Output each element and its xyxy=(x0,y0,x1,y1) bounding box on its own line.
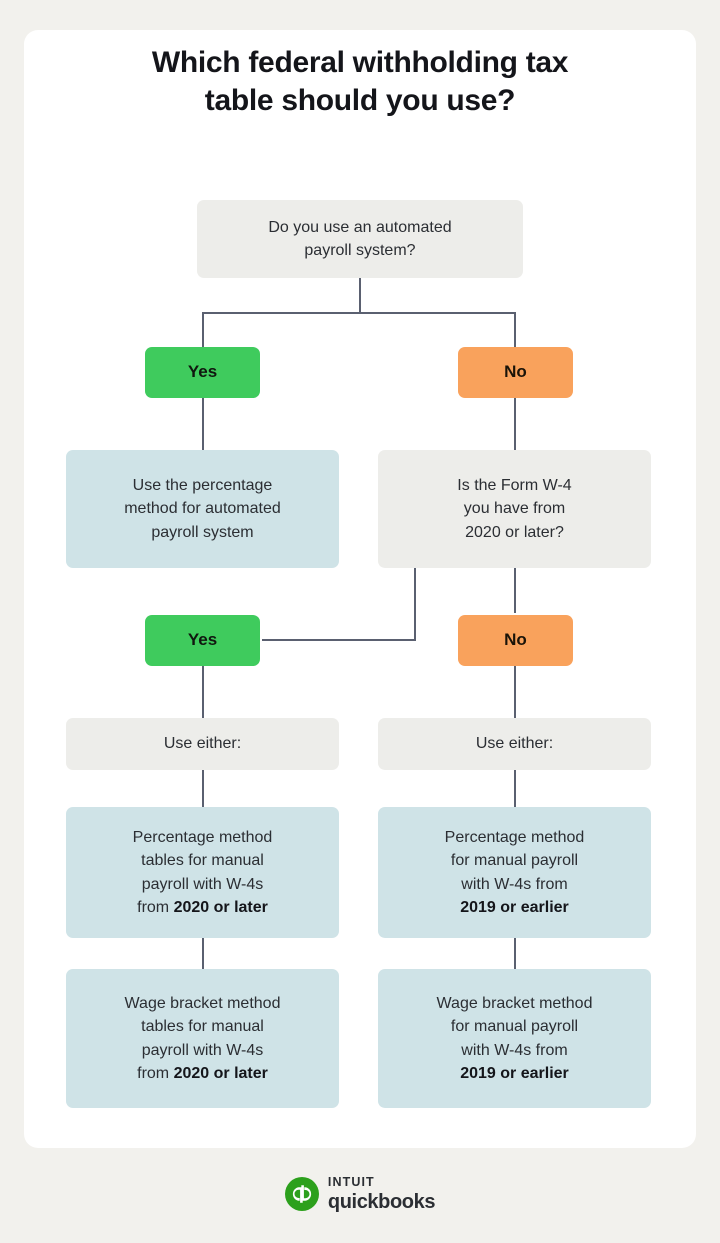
result-left-wage-bracket-line-1: Wage bracket method xyxy=(124,995,281,1013)
root-question-line-2: payroll system? xyxy=(304,242,416,259)
connector-root-down xyxy=(359,278,361,313)
node-branch2-no[interactable]: No xyxy=(458,615,573,666)
w4-question-line-3: 2020 or later? xyxy=(465,523,564,541)
result-right-percentage-line-4-bold: 2019 or earlier xyxy=(460,898,569,916)
root-question-line-1: Do you use an automated xyxy=(268,218,452,236)
result-right-wage-bracket-line-4-bold: 2019 or earlier xyxy=(460,1064,569,1082)
connector-no-to-question xyxy=(514,398,516,450)
result-right-percentage-line-4: 2019 or earlier xyxy=(445,896,585,919)
page-title-line-1: Which federal withholding tax xyxy=(151,46,569,79)
branch2-yes-label: Yes xyxy=(187,630,218,650)
connector-useeither-left-to-result1 xyxy=(202,770,204,807)
result-left-percentage-line-3: payroll with W-4s xyxy=(141,875,264,893)
node-w4-question: Is the Form W-4 you have from 2020 or la… xyxy=(378,450,651,568)
node-result-right-wage-bracket: Wage bracket method for manual payroll w… xyxy=(378,969,651,1108)
result-left-wage-bracket-line-3: payroll with W-4s xyxy=(141,1041,264,1059)
yes-result-line-2: method for automated xyxy=(124,500,281,518)
connector-branch1-no xyxy=(514,312,516,347)
node-branch1-no[interactable]: No xyxy=(458,347,573,398)
result-right-percentage-line-3: with W-4s from xyxy=(461,875,568,893)
result-right-wage-bracket-line-4: 2019 or earlier xyxy=(437,1062,593,1085)
brand-quickbooks-label: quickbooks xyxy=(327,1190,436,1213)
result-left-wage-bracket-line-4: from 2020 or later xyxy=(125,1062,281,1085)
node-result-left-percentage: Percentage method tables for manual payr… xyxy=(66,807,339,938)
node-result-left-wage-bracket: Wage bracket method tables for manual pa… xyxy=(66,969,339,1108)
connector-w4-left-to-yes xyxy=(262,639,416,641)
result-left-percentage-line-1: Percentage method xyxy=(132,829,273,847)
connector-result1-to-result2-right xyxy=(514,938,516,969)
branch1-yes-label: Yes xyxy=(187,362,218,382)
branch1-no-label: No xyxy=(504,362,527,382)
yes-result-line-1: Use the percentage xyxy=(132,477,273,495)
use-either-left-label: Use either: xyxy=(163,735,242,753)
result-left-percentage-line-4: from 2020 or later xyxy=(133,896,273,919)
connector-w4-down-to-no xyxy=(514,568,516,613)
node-result-right-percentage: Percentage method for manual payroll wit… xyxy=(378,807,651,938)
quickbooks-logo-icon xyxy=(284,1176,319,1211)
result-right-percentage-line-1: Percentage method xyxy=(444,829,585,847)
result-left-wage-bracket-line-4-bold: 2020 or later xyxy=(173,1064,268,1082)
brand-footer: INTUIT quickbooks xyxy=(0,1176,720,1212)
result-left-percentage-line-4-bold: 2020 or later xyxy=(173,898,268,916)
result-left-percentage-line-4-prefix: from xyxy=(137,898,174,916)
page-title-line-2: table should you use? xyxy=(204,83,516,117)
connector-yes-to-result xyxy=(202,398,204,450)
connector-branch1-yes xyxy=(202,312,204,347)
result-right-percentage-line-2: for manual payroll xyxy=(450,852,579,870)
connector-no2-to-useeither xyxy=(514,666,516,718)
node-branch2-yes[interactable]: Yes xyxy=(145,615,260,666)
result-left-wage-bracket-line-2: tables for manual xyxy=(141,1018,264,1036)
result-right-wage-bracket-line-1: Wage bracket method xyxy=(436,995,593,1013)
node-use-either-right: Use either: xyxy=(378,718,651,770)
connector-branch1-bar xyxy=(203,312,515,314)
brand-intuit-label: INTUIT xyxy=(327,1175,375,1189)
node-root-question: Do you use an automated payroll system? xyxy=(197,200,523,278)
page-title: Which federal withholding tax table shou… xyxy=(0,44,720,120)
branch2-no-label: No xyxy=(504,630,527,650)
connector-useeither-right-to-result1 xyxy=(514,770,516,807)
node-use-either-left: Use either: xyxy=(66,718,339,770)
result-left-percentage-line-2: tables for manual xyxy=(141,852,264,870)
node-branch1-yes[interactable]: Yes xyxy=(145,347,260,398)
w4-question-line-2: you have from xyxy=(463,500,566,518)
w4-question-line-1: Is the Form W-4 xyxy=(457,477,572,495)
result-right-wage-bracket-line-2: for manual payroll xyxy=(450,1018,579,1036)
connector-yes2-to-useeither xyxy=(202,666,204,718)
brand-wordmark: INTUIT quickbooks xyxy=(327,1175,436,1213)
yes-result-line-3: payroll system xyxy=(151,523,254,541)
connector-result1-to-result2-left xyxy=(202,938,204,969)
use-either-right-label: Use either: xyxy=(475,735,554,753)
result-left-wage-bracket-line-4-prefix: from xyxy=(137,1064,174,1082)
result-right-wage-bracket-line-3: with W-4s from xyxy=(461,1041,568,1059)
connector-w4-down xyxy=(414,568,416,640)
node-yes-result: Use the percentage method for automated … xyxy=(66,450,339,568)
